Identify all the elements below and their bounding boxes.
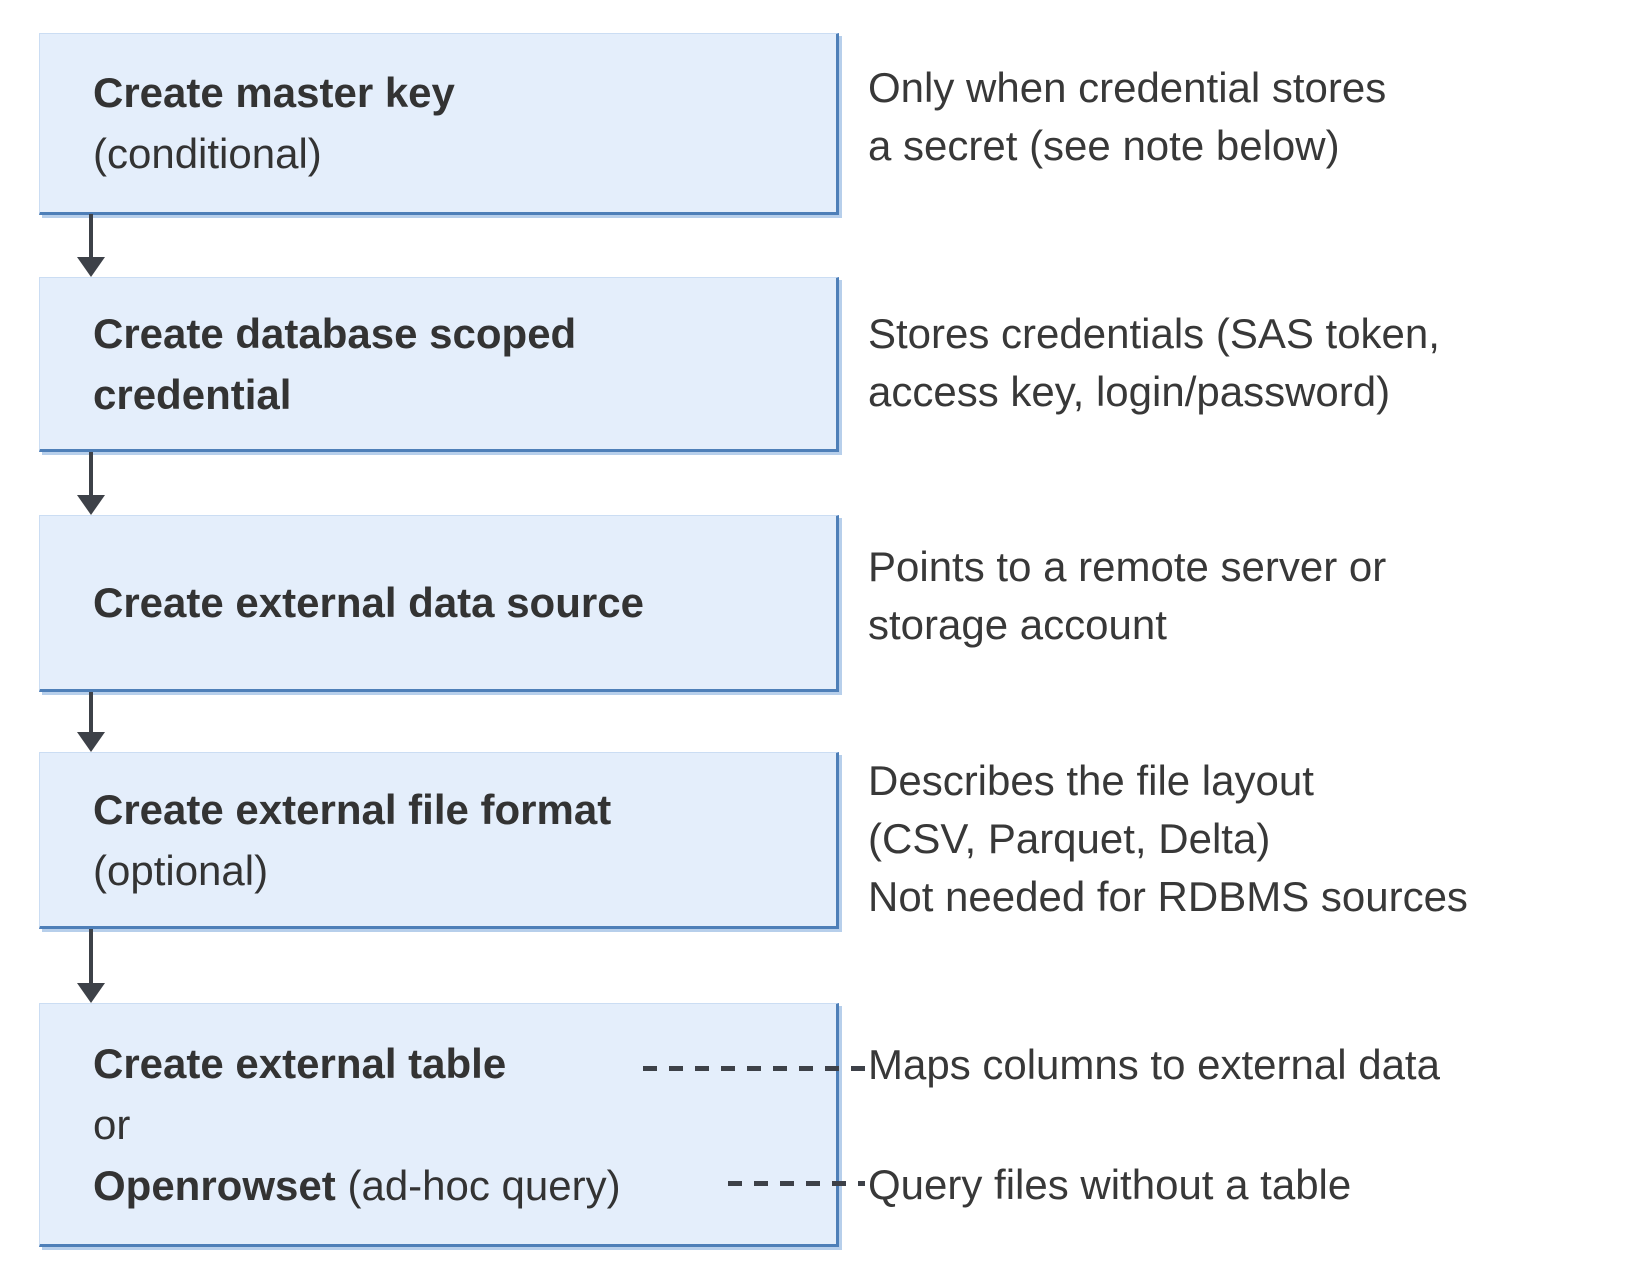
arrow-head xyxy=(77,495,105,515)
description-line: storage account xyxy=(868,601,1167,648)
flow-down-arrow-icon xyxy=(77,452,105,515)
step-qualifier: (conditional) xyxy=(93,130,322,177)
description-line: Maps columns to external data xyxy=(868,1041,1440,1088)
arrow-head xyxy=(77,983,105,1003)
step-option-create-external-table: Create external table xyxy=(93,1039,507,1087)
step-conjunction: or xyxy=(93,1100,131,1148)
description-line: Points to a remote server or xyxy=(868,543,1387,590)
arrow-shaft xyxy=(89,452,93,496)
description-database-scoped-credential: Stores credentials (SAS token, access ke… xyxy=(868,305,1440,421)
description-line: Only when credential stores xyxy=(868,64,1387,111)
step-box-create-master-key: Create master key (conditional) xyxy=(39,33,839,215)
description-line: Describes the file layout xyxy=(868,757,1314,804)
description-external-file-format: Describes the file layout (CSV, Parquet,… xyxy=(868,752,1468,926)
step-box-create-external-data-source: Create external data source xyxy=(39,515,839,692)
step-title: Create external data source xyxy=(93,579,644,626)
arrow-shaft xyxy=(89,692,93,733)
description-line: a secret (see note below) xyxy=(868,122,1340,169)
step-title: Create external file format xyxy=(93,785,612,833)
arrow-head xyxy=(77,257,105,277)
arrow-shaft xyxy=(89,214,93,258)
description-line: Stores credentials (SAS token, xyxy=(868,310,1440,357)
arrow-shaft xyxy=(89,929,93,984)
openrowset-label: Openrowset xyxy=(93,1161,336,1209)
step-box-create-database-scoped-credential: Create database scoped credential xyxy=(39,277,839,452)
step-option-openrowset: Openrowset(ad-hoc query) xyxy=(93,1155,836,1216)
step-qualifier: (optional) xyxy=(93,846,269,894)
description-line: Query files without a table xyxy=(868,1161,1352,1208)
description-openrowset: Query files without a table xyxy=(868,1156,1351,1214)
flow-down-arrow-icon xyxy=(77,929,105,1003)
description-line: Not needed for RDBMS sources xyxy=(868,873,1468,920)
description-line: (CSV, Parquet, Delta) xyxy=(868,815,1271,862)
flow-down-arrow-icon xyxy=(77,692,105,752)
step-box-create-external-file-format: Create external file format (optional) xyxy=(39,752,839,929)
description-external-data-source: Points to a remote server or storage acc… xyxy=(868,538,1386,654)
dashed-connector-line xyxy=(728,1181,865,1186)
step-title: Create master key xyxy=(93,69,455,116)
description-line: access key, login/password) xyxy=(868,368,1391,415)
step-title-line: credential xyxy=(93,370,292,418)
openrowset-qualifier: (ad-hoc query) xyxy=(347,1161,621,1209)
step-title-line: Create database scoped xyxy=(93,309,577,357)
step-box-create-external-table-or-openrowset: Create external table or Openrowset(ad-h… xyxy=(39,1003,839,1247)
description-create-master-key: Only when credential stores a secret (se… xyxy=(868,59,1386,175)
flow-down-arrow-icon xyxy=(77,214,105,277)
arrow-head xyxy=(77,732,105,752)
description-external-table: Maps columns to external data xyxy=(868,1036,1440,1094)
dashed-connector-line xyxy=(643,1066,865,1071)
